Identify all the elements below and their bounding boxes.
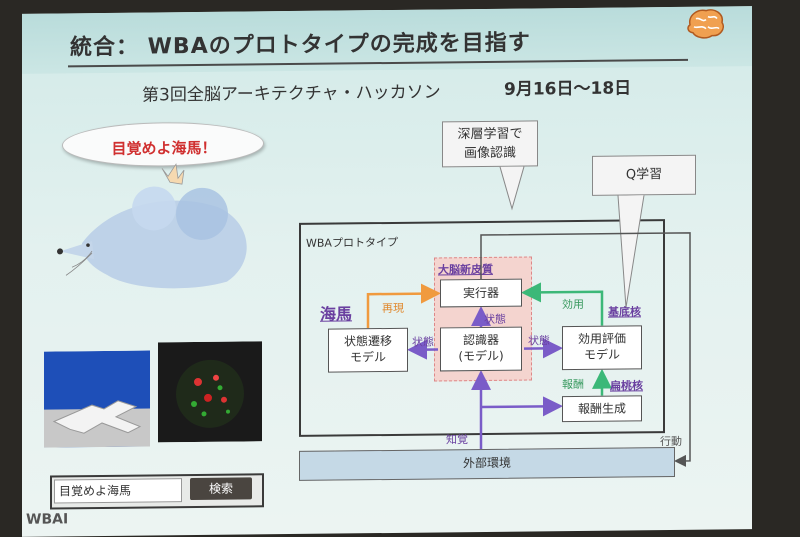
- arrow-label-state-left: 状態: [412, 335, 434, 349]
- recognizer-box: 認識器 (モデル): [440, 326, 522, 372]
- arrow-label-perception: 知覚: [446, 433, 468, 447]
- arrow-label-state-up: 状態: [484, 312, 506, 326]
- amygdala-label: 扁桃核: [610, 379, 643, 393]
- arrow-label-reproduce: 再現: [382, 301, 404, 316]
- hippocampus-label: 海馬: [320, 304, 353, 324]
- state-transition-label: 状態遷移: [343, 333, 392, 349]
- state-transition-sublabel: モデル: [349, 350, 386, 365]
- utility-model-box: 効用評価 モデル: [562, 325, 642, 371]
- maze-thumbnail-icon: [44, 350, 150, 448]
- executor-box: 実行器: [440, 278, 522, 308]
- mouse-illustration-icon: [57, 163, 247, 289]
- arrow-label-reward: 報酬: [562, 377, 584, 392]
- reward-generation-box: 報酬生成: [562, 395, 642, 423]
- state-transition-model-box: 状態遷移 モデル: [328, 327, 408, 373]
- basal-ganglia-label: 基底核: [608, 305, 641, 319]
- arrow-label-state-right: 状態: [528, 334, 550, 348]
- utility-sublabel: モデル: [583, 347, 620, 362]
- projected-slide: 統合： WBAのプロトタイプの完成を目指す 第3回全脳アーキテクチャ・ハッカソン…: [22, 6, 752, 537]
- arrow-label-action: 行動: [660, 434, 682, 449]
- diagram-arrows: [366, 166, 691, 467]
- recognizer-sublabel: (モデル): [458, 348, 504, 364]
- utility-label: 効用評価: [577, 331, 626, 346]
- brain-logo-icon: [687, 9, 724, 39]
- arrow-label-utility: 効用: [562, 297, 584, 312]
- recognizer-label: 認識器: [462, 332, 499, 348]
- external-environment-box: 外部環境: [299, 446, 675, 481]
- brain-activity-thumbnail-icon: [158, 341, 262, 443]
